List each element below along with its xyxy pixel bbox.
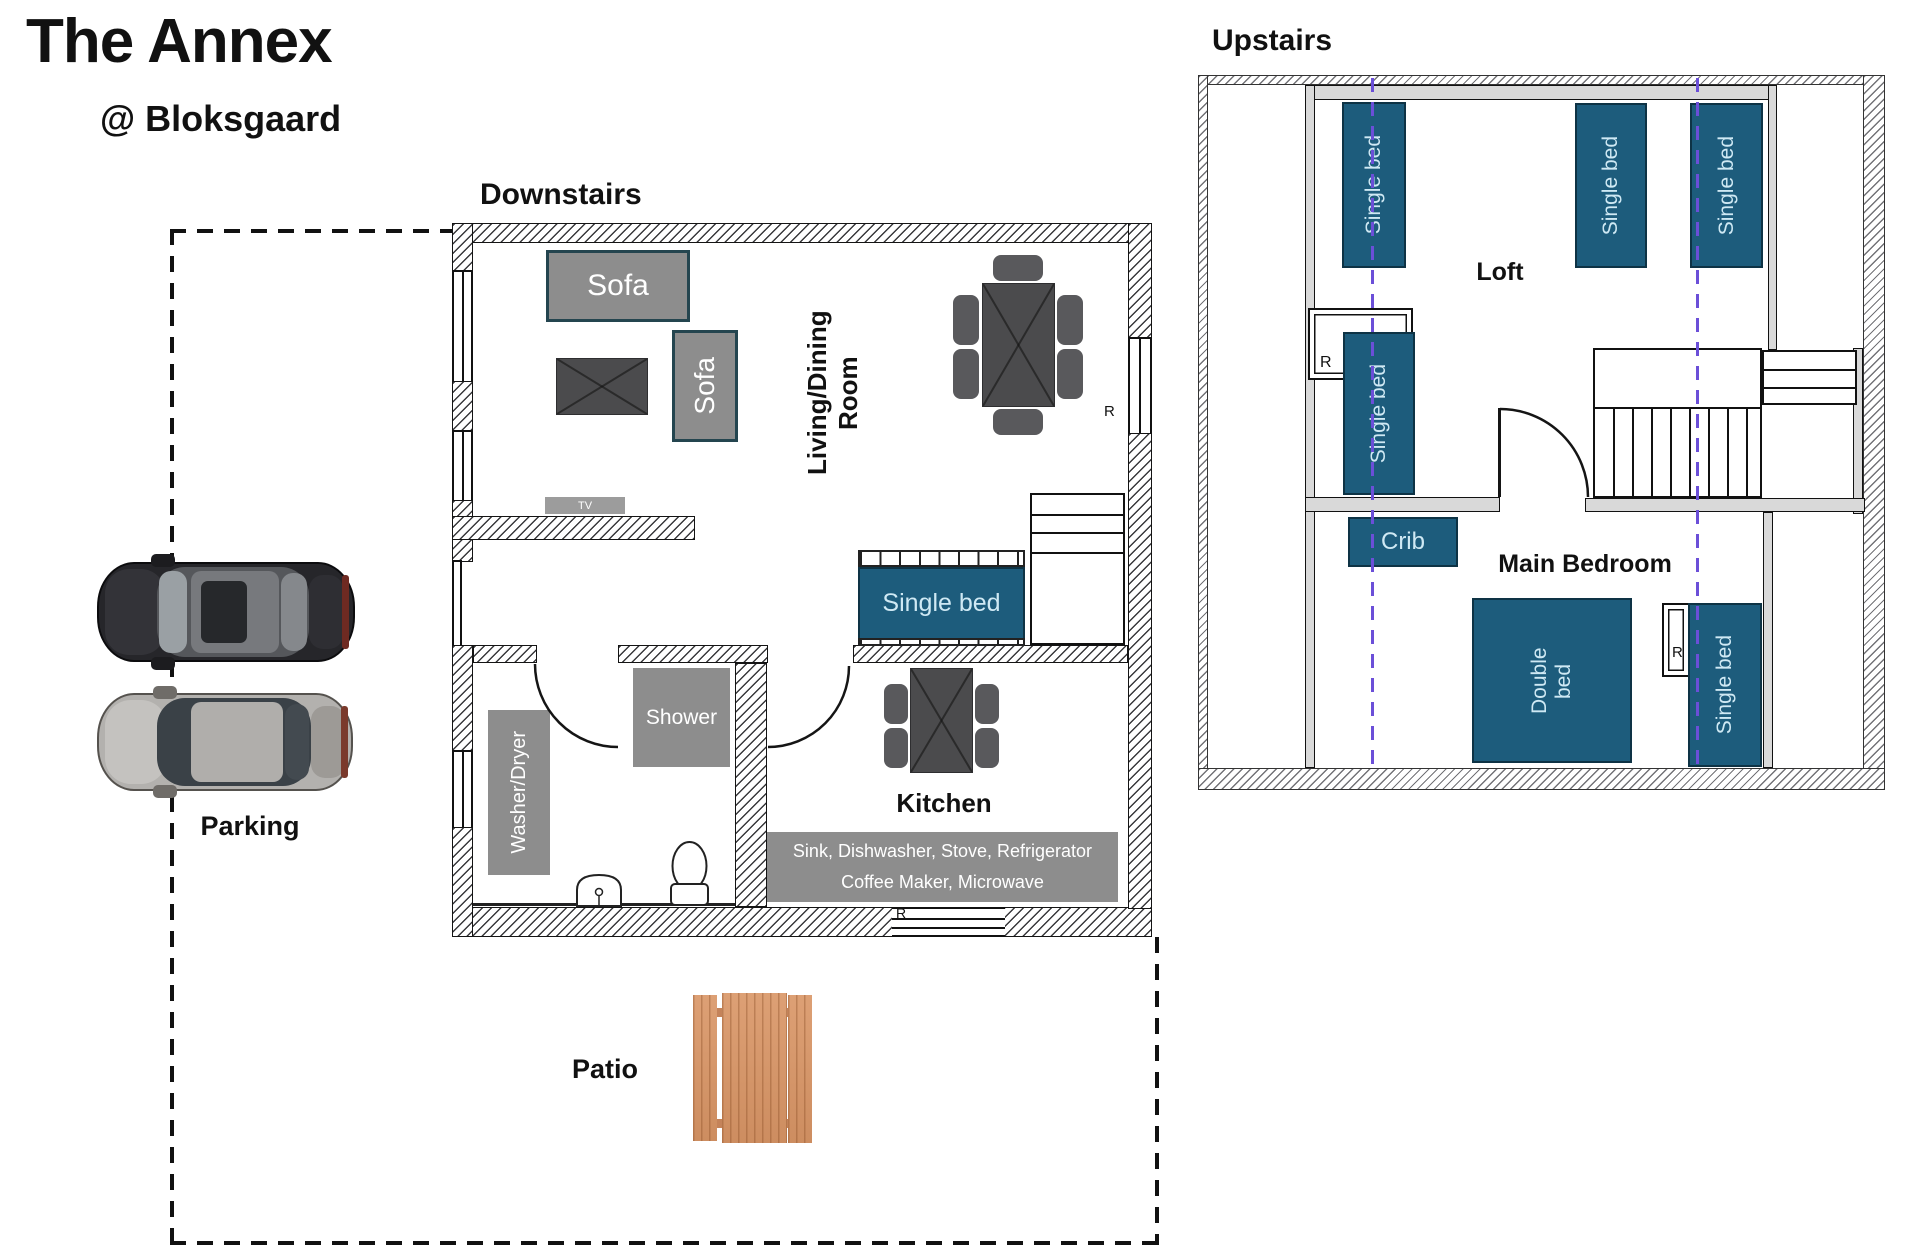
patio-label: Patio [571, 1053, 638, 1084]
roof-line-right-dashed [1696, 78, 1699, 768]
dining-table [982, 283, 1055, 407]
radiator-label-patio-door: R [896, 905, 907, 921]
kitchen-chair [884, 684, 908, 724]
boundary-bottom-dashed-line [170, 1241, 1159, 1245]
bedroom-door-leaf [1498, 408, 1501, 497]
stairs-downstairs [1030, 493, 1125, 645]
upstairs-wall-right [1863, 75, 1885, 790]
dining-chair [1057, 349, 1083, 399]
upstairs-wall-left [1198, 75, 1208, 790]
kitchen-chair [975, 728, 999, 768]
picnic-table-icon [693, 993, 815, 1143]
wall-left-d [452, 645, 473, 752]
stairs-bottom-wall [1585, 498, 1865, 512]
sink-icon [573, 872, 625, 908]
loft-right-wall [1768, 85, 1777, 350]
wall-living-room-divider [452, 516, 695, 540]
appliances-line2: Coffee Maker, Microwave [841, 872, 1044, 892]
single-bed-loft-2: Single bed [1575, 103, 1647, 268]
picnic-bench-right [788, 995, 812, 1143]
patio-door: R [892, 905, 1005, 937]
stairs-landing [1593, 348, 1762, 409]
picnic-bench-left [693, 995, 717, 1141]
wall-left-a [452, 223, 473, 272]
single-bed-downstairs: Single bed [858, 567, 1025, 640]
bedroom-right-wall [1763, 512, 1773, 768]
single-bed-headboard-rail [858, 550, 1025, 567]
tv: TV [545, 497, 625, 514]
double-bed: Double bed [1472, 598, 1632, 763]
window-right [1128, 337, 1152, 435]
radiator-box-bedroom: R [1662, 603, 1690, 677]
loft-label: Loft [1476, 257, 1524, 286]
wall-bathroom-top-right [618, 645, 768, 663]
sofa-vertical-label: Sofa [689, 357, 720, 415]
upstairs-label: Upstairs [1212, 24, 1333, 57]
sofa-horizontal-label: Sofa [587, 269, 649, 302]
page-subtitle: @ Bloksgaard [100, 98, 342, 139]
upstairs-wall-top [1198, 75, 1885, 85]
wall-right-upper [1128, 223, 1152, 339]
toilet-icon [666, 840, 713, 907]
window-left-1 [452, 270, 473, 383]
kitchen-label: Kitchen [896, 787, 992, 818]
downstairs-plan: Sofa Sofa TV Living/Dining Room [452, 223, 1152, 937]
wall-left-e [452, 827, 473, 937]
wall-top [452, 223, 1152, 243]
single-bed-loft-3: Single bed [1690, 103, 1763, 268]
living-dining-room-label: Living/Dining Room [801, 310, 863, 476]
dining-chair [953, 295, 979, 345]
stair-eaves-wall [1853, 348, 1863, 514]
downstairs-label: Downstairs [480, 178, 642, 211]
sofa-vertical: Sofa [672, 330, 738, 442]
loft-top-wall [1305, 85, 1777, 100]
wall-left-corridor [452, 560, 462, 647]
stairs-winders [1762, 350, 1857, 405]
appliances-line1: Sink, Dishwasher, Stove, Refrigerator [792, 841, 1093, 862]
stairs-upstairs [1593, 407, 1762, 498]
radiator-label-right-wall: R [1104, 403, 1115, 420]
upstairs-plan: R R Single bed Single bed Single bed Sin… [1198, 75, 1885, 790]
wall-left-b [452, 381, 473, 432]
car-dark-icon [95, 553, 360, 671]
kitchen-chair [975, 684, 999, 724]
wall-kitchen-top [853, 645, 1128, 663]
kitchen-chair [884, 728, 908, 768]
kitchen-table [910, 668, 973, 773]
washer-dryer-label: Washer/Dryer [507, 731, 530, 854]
window-left-2 [452, 430, 473, 502]
picnic-table-top [722, 993, 787, 1143]
single-bed-loft-1: Single bed [1342, 102, 1406, 268]
dining-chair [993, 255, 1043, 281]
sofa-horizontal: Sofa [546, 250, 690, 322]
tv-label: TV [577, 499, 593, 512]
boundary-right-dashed-line [1155, 937, 1159, 1245]
window-left-bathroom [452, 750, 473, 829]
dining-chair [953, 349, 979, 399]
washer-dryer: Washer/Dryer [488, 710, 550, 875]
loft-left-wall [1305, 85, 1315, 768]
wall-bathroom-top-left [473, 645, 537, 663]
main-bedroom-label: Main Bedroom [1498, 549, 1672, 578]
single-bed-bedroom: Single bed [1688, 603, 1762, 767]
single-bed-loft-4: Single bed [1343, 332, 1415, 495]
loft-bottom-wall [1305, 497, 1500, 512]
coffee-table [556, 358, 648, 415]
dining-chair [993, 409, 1043, 435]
car-silver-icon [95, 686, 358, 798]
shower: Shower [633, 668, 730, 767]
page-title: The Annex [26, 7, 333, 76]
single-bed-footboard-rail [858, 638, 1025, 646]
kitchen-appliances-box: Sink, Dishwasher, Stove, Refrigerator Co… [767, 832, 1118, 902]
wall-bathroom-kitchen-divider [735, 663, 767, 907]
shower-label: Shower [645, 705, 718, 729]
boundary-top-dashed-line [170, 229, 454, 233]
upstairs-wall-bottom [1198, 768, 1885, 790]
wall-bottom [452, 907, 1152, 937]
crib: Crib [1348, 517, 1458, 567]
dining-chair [1057, 295, 1083, 345]
parking-label: Parking [200, 810, 300, 841]
roof-line-left-dashed [1371, 78, 1374, 768]
wall-right-lower [1128, 433, 1152, 909]
